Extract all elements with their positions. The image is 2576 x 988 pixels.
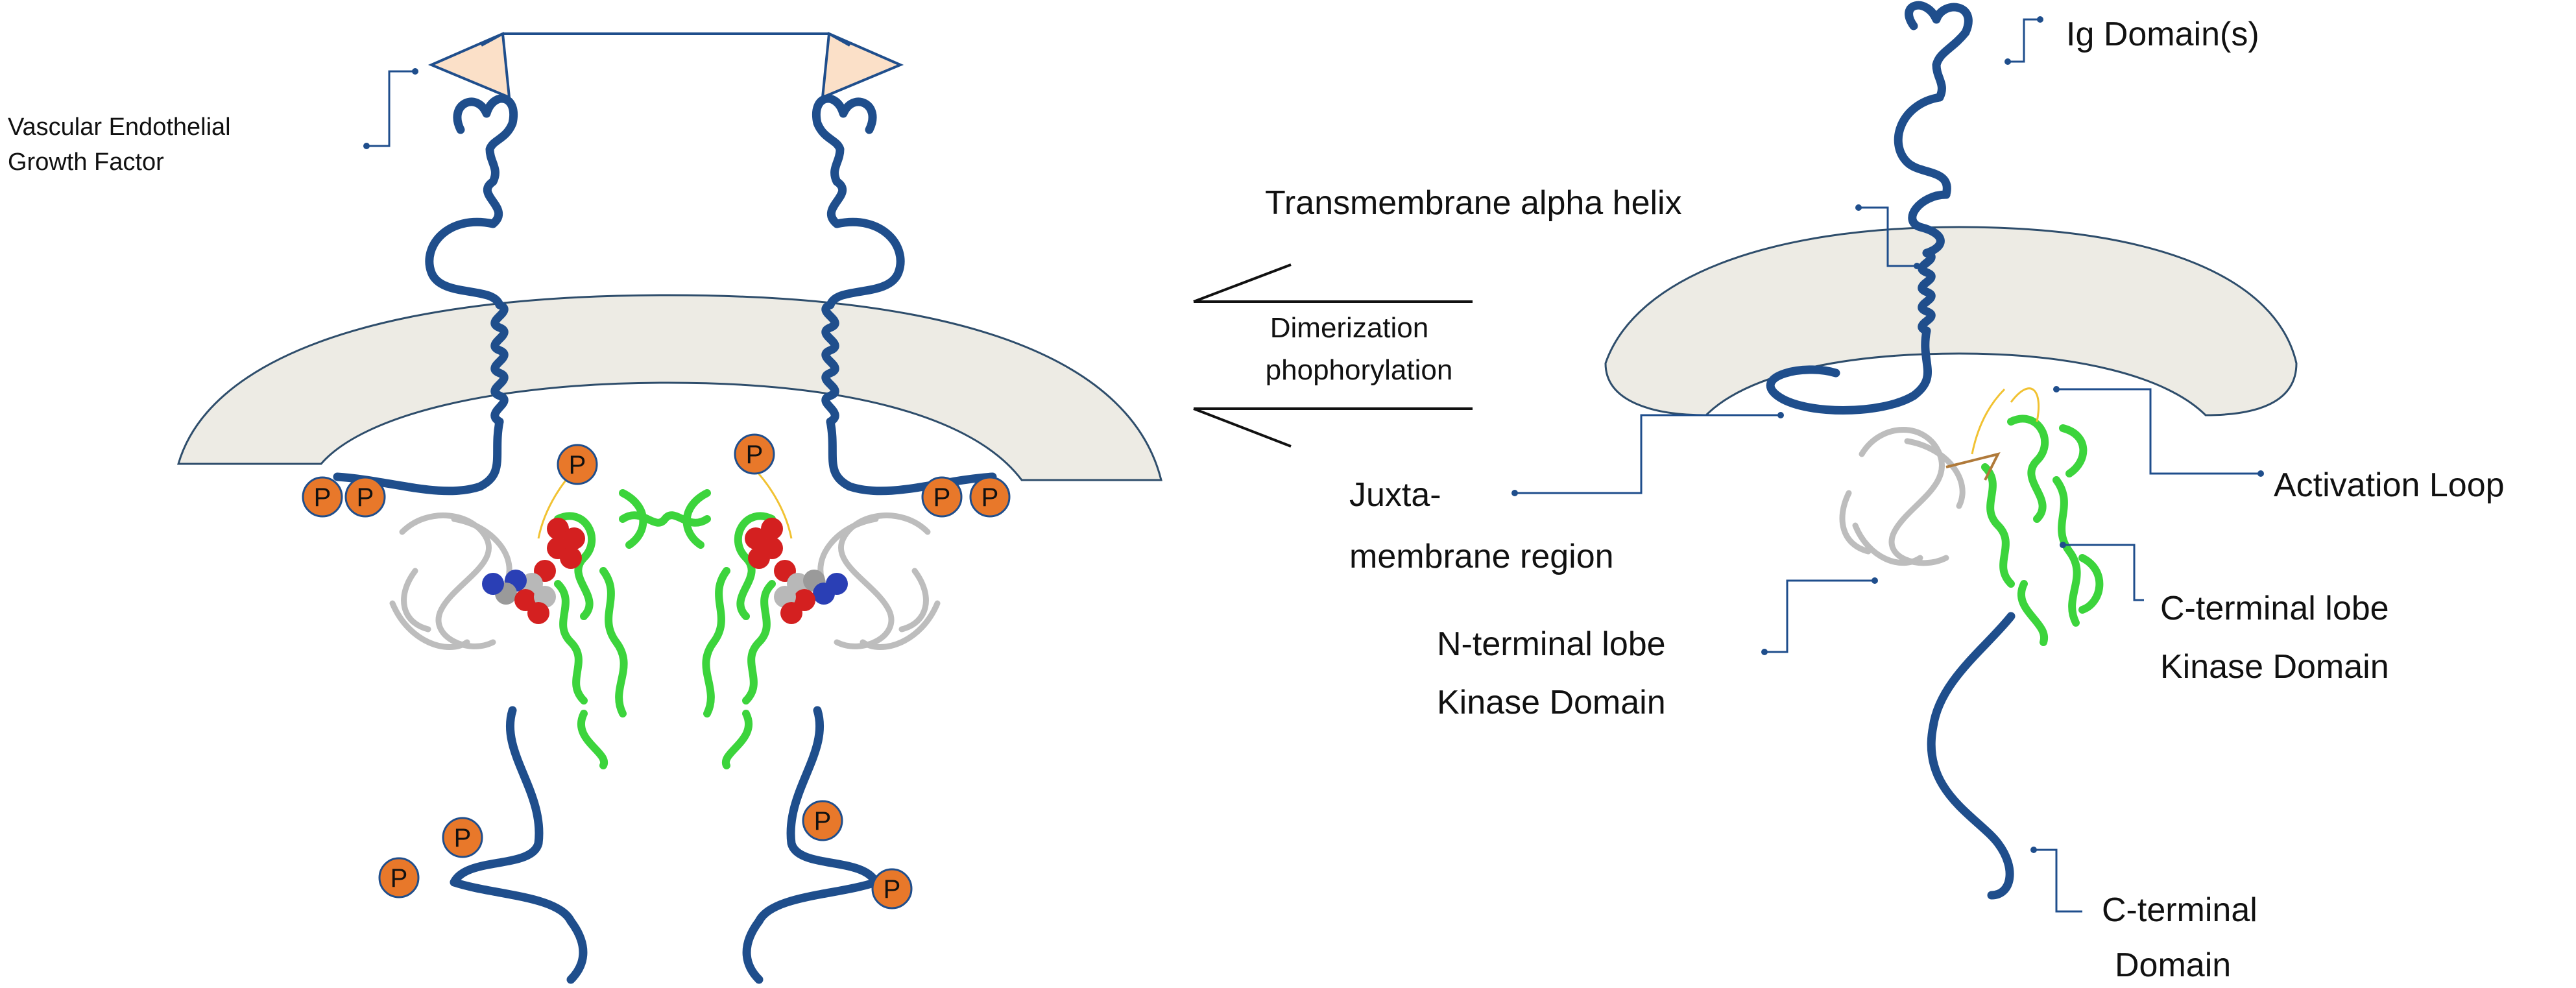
- phospho-2: P: [344, 476, 386, 518]
- phospho-8: P: [378, 857, 420, 898]
- juxta-label-line2: membrane region: [1349, 538, 1614, 575]
- juxta-label-line1: Juxta-: [1349, 476, 1441, 514]
- ligand-triangle-left: [427, 32, 511, 100]
- membrane-right: [1604, 226, 2298, 416]
- phospho-7: P: [442, 817, 483, 858]
- svg-text:P: P: [814, 807, 832, 836]
- clobe-label-line1: C-terminal lobe: [2160, 590, 2389, 627]
- c-lobe-right: [682, 489, 776, 769]
- kinase-bridge: [619, 511, 711, 527]
- phospho-6: P: [969, 476, 1011, 518]
- receptor-chain-monomer: [1766, 1, 2016, 900]
- vegf-ligand: [427, 32, 904, 100]
- monomer-leader-dots: [1511, 16, 2264, 853]
- clobe-label-line2: Kinase Domain: [2160, 648, 2389, 686]
- phospho-3: P: [557, 444, 598, 485]
- monomer-leaders: [1515, 18, 2261, 913]
- phospho-groups: P P P P P P P P P P: [302, 433, 1011, 910]
- activation-loop-label: Activation Loop: [2274, 466, 2505, 504]
- arrow-label-line1: Dimerization: [1270, 312, 1429, 344]
- svg-text:P: P: [569, 451, 586, 479]
- cterm-label-line1: C-terminal: [2102, 891, 2257, 929]
- cterm-label-line2: Domain: [2115, 946, 2231, 984]
- vegf-label-group: Vascular Endothelial Growth Factor: [8, 68, 418, 176]
- svg-text:P: P: [746, 440, 764, 469]
- n-lobe-monomer: [1839, 427, 1966, 566]
- svg-text:P: P: [454, 824, 472, 852]
- kinase-dimer: [389, 466, 941, 769]
- nlobe-label-line1: N-terminal lobe: [1437, 625, 1666, 663]
- nlobe-label-line2: Kinase Domain: [1437, 684, 1666, 721]
- ligand-triangle-right: [821, 32, 904, 100]
- activation-loop-monomer: [1971, 388, 2006, 455]
- transition-arrows: Dimerization phophorylation: [1193, 263, 1473, 448]
- phospho-9: P: [802, 800, 843, 841]
- svg-text:P: P: [933, 483, 951, 512]
- phospho-4: P: [734, 433, 775, 475]
- phospho-10: P: [871, 868, 913, 910]
- receptor-chain-left: [333, 94, 588, 984]
- svg-text:P: P: [981, 483, 999, 512]
- arrow-label-line2: phophorylation: [1266, 354, 1453, 386]
- vegf-label-line2: Growth Factor: [8, 149, 164, 176]
- svg-text:P: P: [884, 875, 901, 904]
- c-lobe-monomer: [1981, 415, 2104, 646]
- svg-text:P: P: [357, 483, 374, 512]
- atp-left: [482, 518, 585, 624]
- phospho-5: P: [921, 476, 963, 518]
- receptor-chain-right: [742, 94, 997, 984]
- kinase-monomer: [1839, 387, 2104, 646]
- membrane-left: [176, 294, 1162, 481]
- ig-domain-label: Ig Domain(s): [2066, 16, 2259, 53]
- phospho-1: P: [302, 476, 343, 518]
- svg-text:P: P: [391, 864, 408, 893]
- c-lobe-left: [554, 489, 647, 769]
- vegf-label-line1: Vascular Endothelial: [8, 114, 231, 141]
- atp-right: [745, 518, 848, 624]
- svg-text:P: P: [314, 483, 331, 512]
- transmembrane-label: Transmembrane alpha helix: [1265, 184, 1682, 222]
